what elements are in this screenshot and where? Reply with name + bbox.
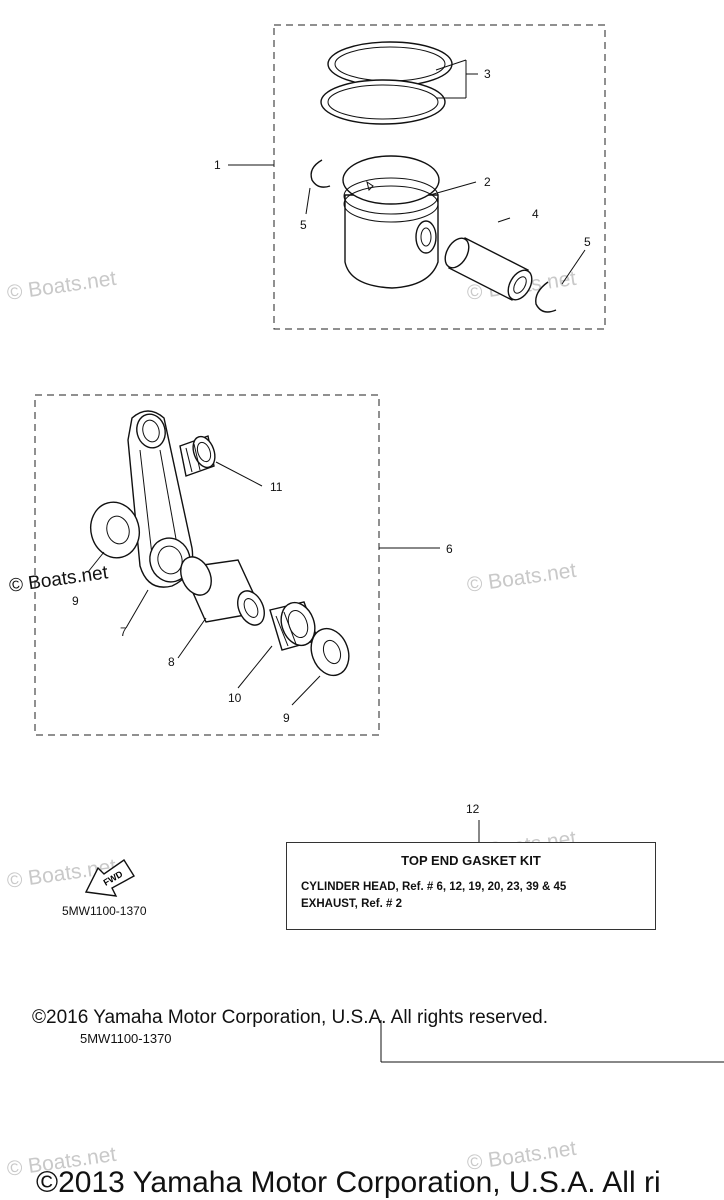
diagram-code: 5MW1100-1370 [62,904,147,918]
fwd-arrow-icon: FWD [84,859,135,897]
watermark-dark: © Boats.net [8,562,110,597]
callout-4: 4 [532,207,539,221]
big-end-bearing [269,601,319,651]
top-end-gasket-kit-box: TOP END GASKET KIT CYLINDER HEAD, Ref. #… [286,842,656,930]
circlip-right [535,281,557,313]
callout-7: 7 [120,625,127,639]
callout-10: 10 [228,691,242,705]
kit-line-exhaust: EXHAUST, Ref. # 2 [301,898,402,910]
piston-rings [320,41,478,125]
callout-9-right: 9 [283,711,290,725]
copyright-2016: ©2016 Yamaha Motor Corporation, U.S.A. A… [32,1007,548,1028]
conrod-kit-frame [34,394,380,736]
piston-pin [444,237,533,301]
crank-pin [180,556,265,626]
diagram-code-repeat: 5MW1100-1370 [80,1031,172,1046]
kit-line-cylinder-head: CYLINDER HEAD, Ref. # 6, 12, 19, 20, 23,… [301,881,567,893]
watermark-3: © Boats.net [465,559,577,597]
thrust-washer-right [310,627,350,677]
callout-11: 11 [270,480,283,494]
callout-6: 6 [446,542,453,556]
callout-5-left: 5 [300,218,307,232]
watermark-1: © Boats.net [5,267,117,305]
callout-5-right: 5 [584,235,591,249]
callout-3: 3 [484,67,491,81]
callout-1: 1 [214,158,221,172]
callout-9-left: 9 [72,594,79,608]
copyright-2013: ©2013 Yamaha Motor Corporation, U.S.A. A… [36,1166,661,1199]
callout-2: 2 [484,175,491,189]
callout-8: 8 [168,655,175,669]
small-end-bearing [179,435,216,477]
callout-12: 12 [466,802,480,816]
thrust-washer-left [90,501,140,559]
kit-title: TOP END GASKET KIT [401,853,541,868]
circlip-left [310,159,331,188]
piston-kit-frame [273,24,606,330]
piston [342,155,440,289]
